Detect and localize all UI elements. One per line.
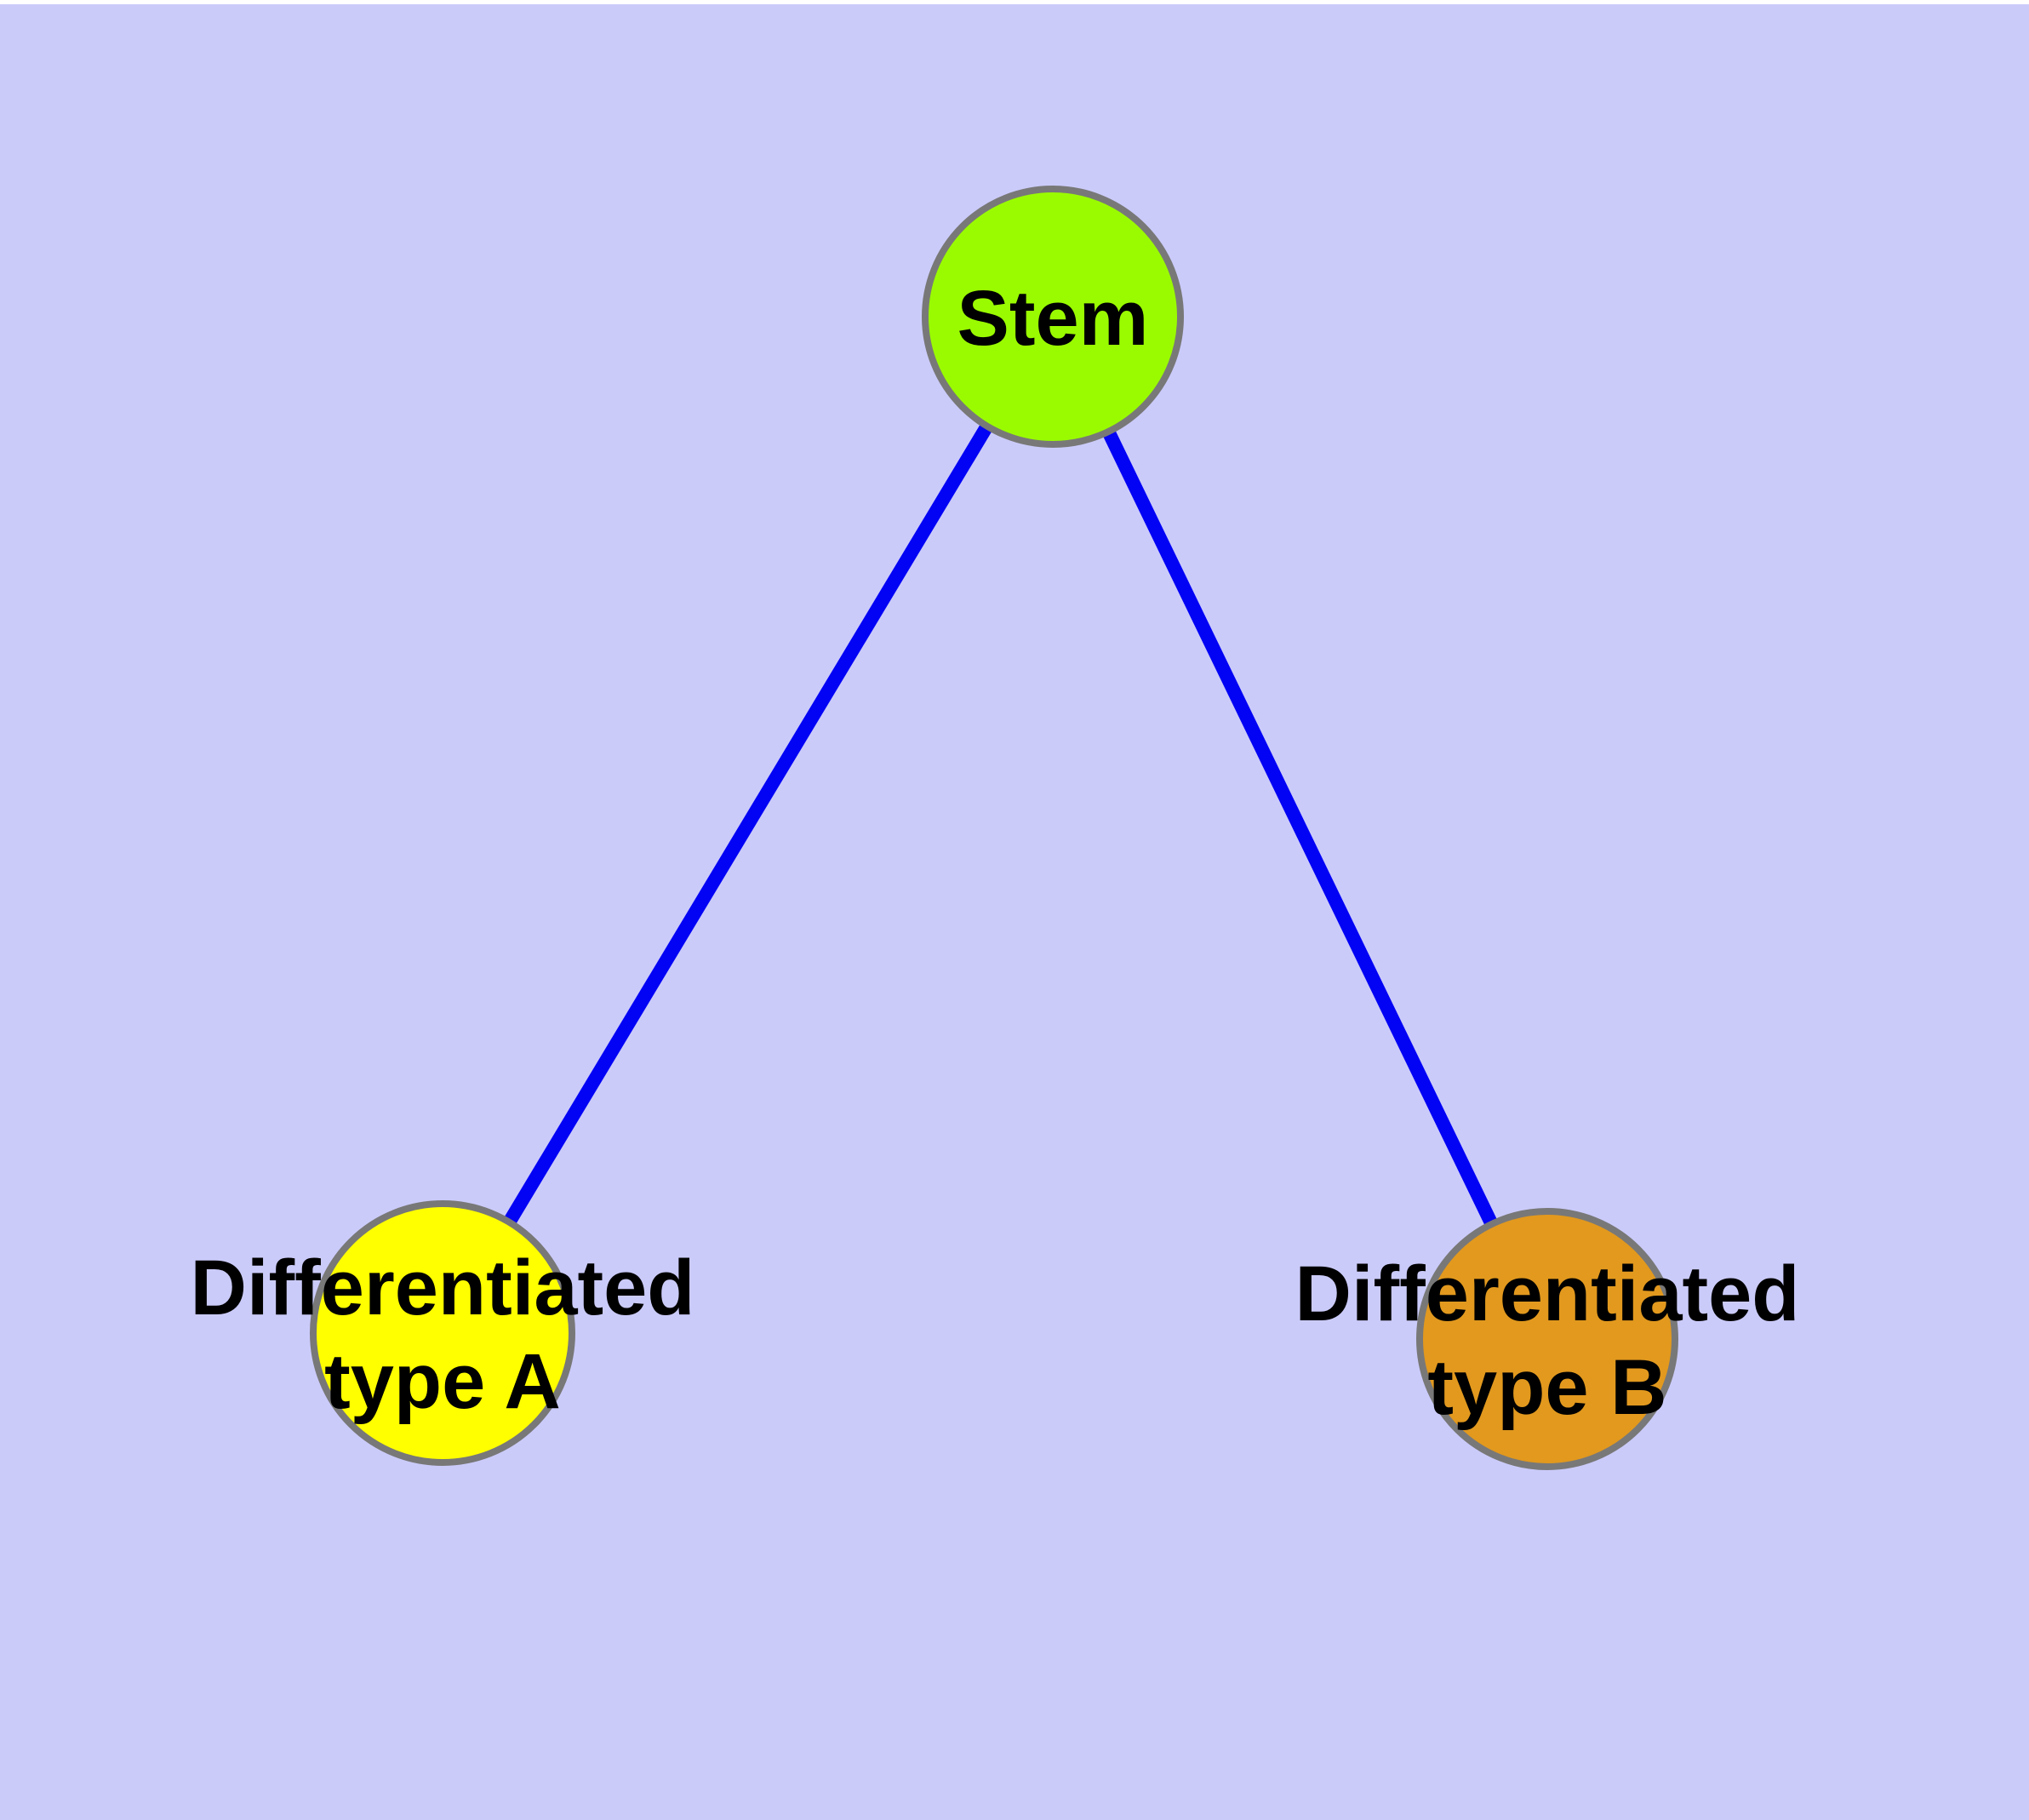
plot-top-margin bbox=[0, 0, 2029, 4]
edge-stem-to-diff-type-b bbox=[1046, 313, 1554, 1342]
node-diff-type-a bbox=[310, 1200, 575, 1466]
node-diff-type-b bbox=[1416, 1208, 1678, 1470]
node-stem bbox=[922, 186, 1184, 448]
edge-stem-to-diff-type-a bbox=[437, 312, 1059, 1337]
node-label-stem: Stem bbox=[957, 275, 1149, 362]
